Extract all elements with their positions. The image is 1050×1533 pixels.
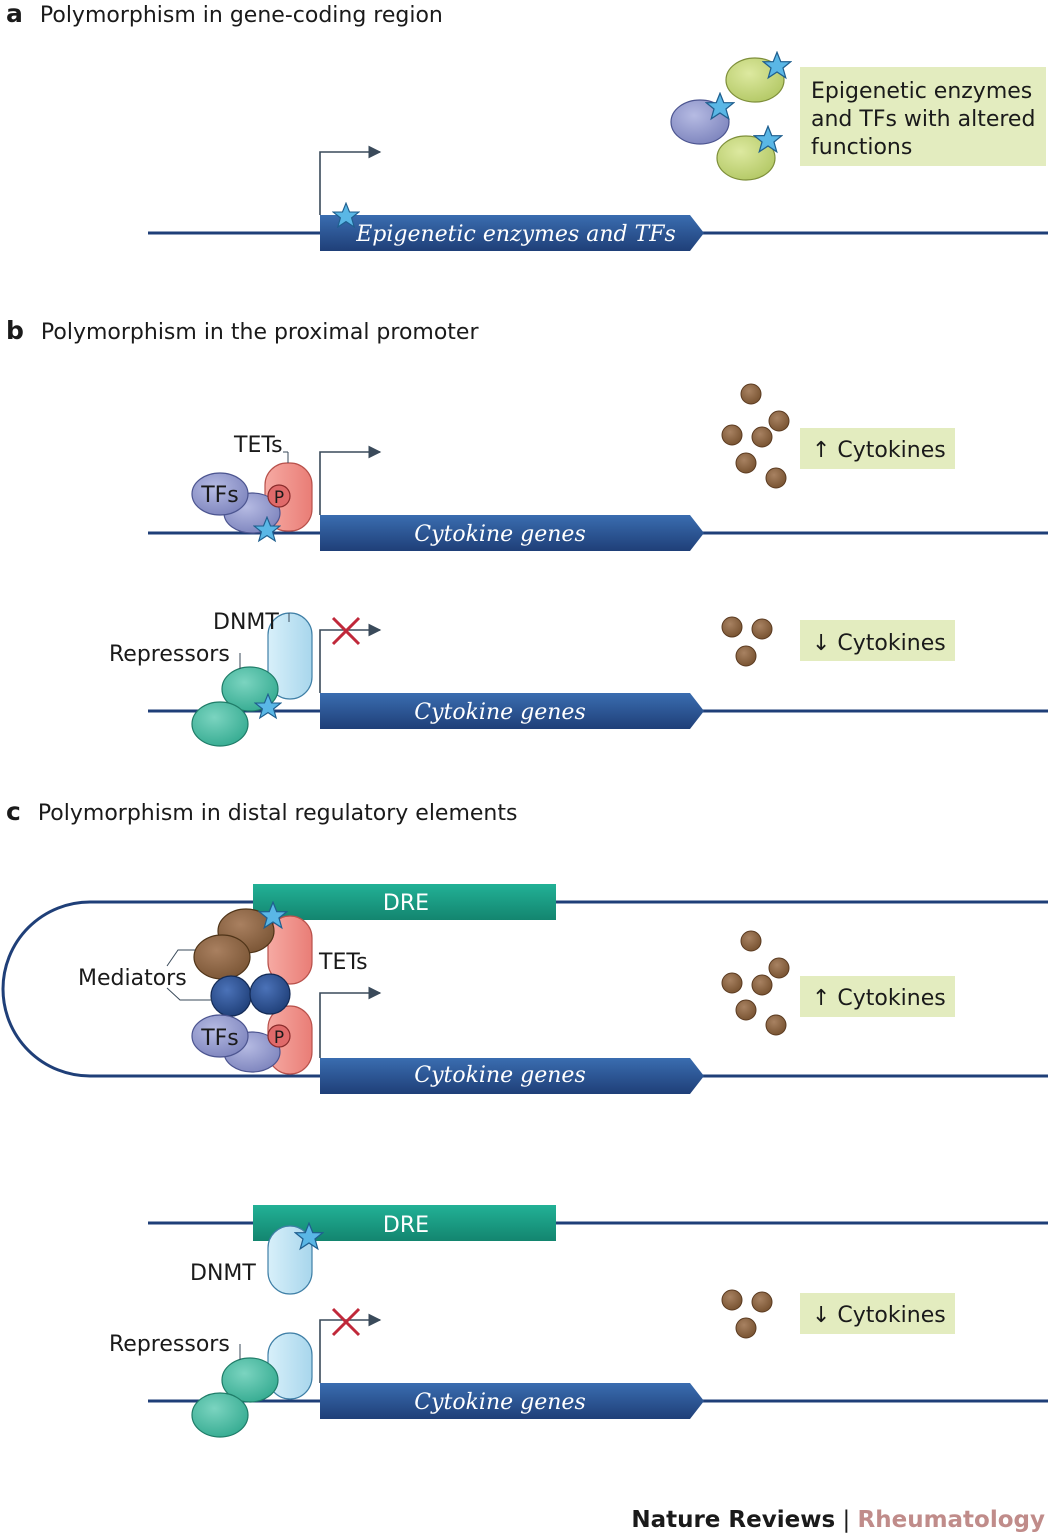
cytokine-dot: [751, 974, 773, 996]
panel-c-repressed: DRE DNMT Cytokine genes Repressors ↓ Cyt…: [109, 1205, 1048, 1438]
cytokine-dot: [721, 424, 743, 446]
panel-c: c Polymorphism in distal regulatory elem…: [1, 797, 1048, 1094]
phosphate-label: P: [274, 488, 284, 508]
altered-function-line1: Epigenetic enzymes: [811, 79, 1032, 104]
cytokine-cluster: [721, 930, 790, 1036]
dnmt-label: DNMT: [190, 1261, 256, 1286]
gene-label: Cytokine genes: [414, 700, 585, 725]
mediators-label: Mediators: [78, 966, 187, 991]
gene-arrow: [320, 693, 704, 729]
cytokine-dot: [740, 383, 762, 405]
gene-arrow: [320, 1058, 704, 1094]
dnmt-protein: [267, 612, 313, 700]
enzyme-protein: [725, 57, 785, 103]
tets-label: TETs: [233, 433, 283, 458]
transcription-start-arrow: [319, 445, 382, 515]
cytokine-dot: [751, 1291, 773, 1313]
cytokine-dot: [735, 999, 757, 1021]
cytokines-down-label: ↓ Cytokines: [812, 1303, 946, 1328]
block-x-icon: [331, 1307, 361, 1337]
cytokines-down-box: [800, 1293, 955, 1334]
panel-a-title: a Polymorphism in gene-coding region: [6, 0, 443, 28]
cytokine-dot: [751, 618, 773, 640]
phosphate-icon: [267, 484, 291, 508]
panel-c-title: c Polymorphism in distal regulatory elem…: [6, 797, 517, 826]
cytokine-dot: [765, 1014, 787, 1036]
dnmt-protein: [267, 1225, 313, 1295]
tf-protein: [191, 472, 249, 516]
panel-a: a Polymorphism in gene-coding region Epi…: [6, 0, 1048, 251]
gene-arrow: [320, 215, 704, 251]
tfs-label: TFs: [200, 483, 239, 508]
gene-arrow: [320, 1383, 704, 1419]
dre-element: [253, 884, 556, 920]
cytokines-up-box: [800, 428, 955, 469]
cytokine-cluster: [721, 1289, 773, 1339]
altered-function-box: [800, 67, 1046, 166]
dnmt-label: DNMT: [213, 610, 279, 635]
cytokine-dot: [735, 645, 757, 667]
gene-label: Cytokine genes: [414, 1390, 585, 1415]
dre-label: DRE: [383, 1213, 429, 1238]
cytokine-dot: [735, 452, 757, 474]
repressor-protein: [191, 701, 249, 747]
cytokine-dot: [735, 1317, 757, 1339]
cytokine-cluster: [721, 383, 790, 489]
phosphate-icon: [267, 1024, 291, 1048]
repressor-protein: [221, 666, 279, 712]
dre-label: DRE: [383, 891, 429, 916]
journal-credit: Nature Reviews | Rheumatology: [631, 1507, 1045, 1533]
cytokine-dot: [721, 972, 743, 994]
panel-b-repressed: Cytokine genes DNMT Repressors ↓ Cytokin…: [109, 610, 1048, 747]
repressors-label: Repressors: [109, 642, 230, 667]
gene-label: Epigenetic enzymes and TFs: [355, 222, 676, 247]
mediator-protein: [193, 934, 251, 980]
cytokine-dot: [765, 467, 787, 489]
looped-dna-strand: [1, 900, 1048, 1078]
panel-b: b Polymorphism in the proximal promoter …: [6, 316, 1048, 551]
repressor-protein: [221, 1357, 279, 1403]
mediator-protein: [210, 975, 252, 1017]
transcription-start-arrow: [319, 1313, 382, 1383]
phosphate-label: P: [274, 1028, 284, 1048]
tfs-label: TFs: [200, 1026, 239, 1051]
cytokine-dot: [768, 957, 790, 979]
cytokine-dot: [740, 930, 762, 952]
cytokines-up-box: [800, 976, 955, 1017]
block-x-icon: [331, 616, 361, 646]
altered-function-line2: and TFs with altered: [811, 107, 1035, 132]
repressor-protein: [191, 1392, 249, 1438]
panel-b-title: b Polymorphism in the proximal promoter: [6, 316, 479, 345]
tf-protein: [191, 1014, 249, 1058]
journal-section: Rheumatology: [858, 1507, 1045, 1533]
cytokines-up-label: ↑ Cytokines: [812, 438, 946, 463]
gene-label: Cytokine genes: [414, 1063, 585, 1088]
gene-arrow: [320, 515, 704, 551]
mediator-protein: [249, 973, 291, 1015]
cytokines-down-label: ↓ Cytokines: [812, 631, 946, 656]
cytokine-cluster: [721, 616, 773, 667]
transcription-start-arrow: [319, 145, 382, 215]
tet-protein: [267, 915, 313, 985]
transcription-start-arrow: [319, 986, 382, 1058]
altered-function-line3: functions: [811, 135, 912, 160]
cytokines-up-label: ↑ Cytokines: [812, 986, 946, 1011]
tets-label: TETs: [318, 950, 368, 975]
repressors-label: Repressors: [109, 1332, 230, 1357]
cytokines-down-box: [800, 620, 955, 661]
cytokine-dot: [768, 410, 790, 432]
cytokine-dot: [721, 616, 743, 638]
transcription-start-arrow: [319, 623, 382, 693]
cytokine-dot: [751, 426, 773, 448]
journal-name: Nature Reviews: [631, 1507, 835, 1533]
gene-label: Cytokine genes: [414, 522, 585, 547]
cytokine-dot: [721, 1289, 743, 1311]
